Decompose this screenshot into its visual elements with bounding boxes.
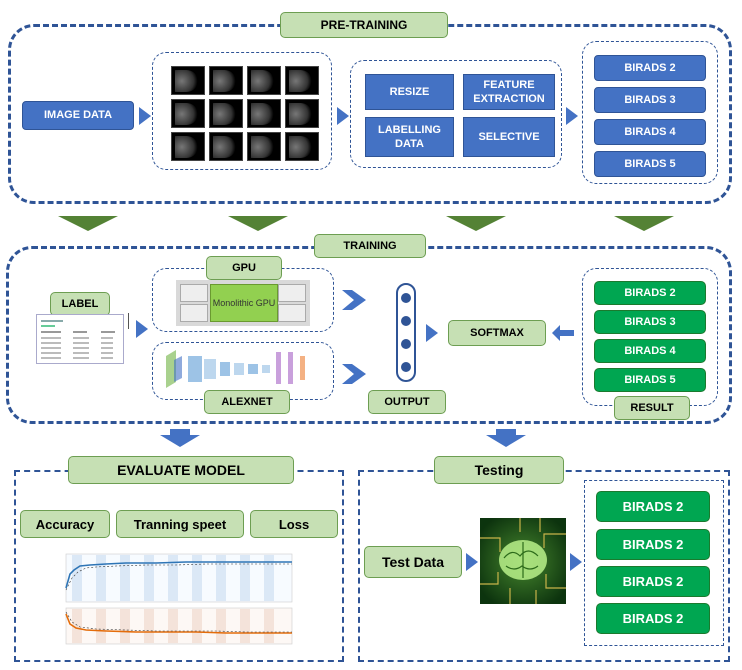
mammogram-image [285, 66, 319, 95]
arrow-right-icon [136, 320, 148, 338]
pretraining-classes-panel [582, 41, 718, 184]
mammogram-image [209, 99, 243, 128]
class-box: BIRADS 5 [594, 368, 706, 392]
metric-accuracy: Accuracy [20, 510, 110, 538]
memory-block [278, 304, 306, 322]
training-progress-plot [56, 548, 296, 650]
down-arrow-icon [486, 429, 526, 447]
gpu-chip-image: Monolithic GPU [176, 280, 310, 326]
arrow-right-icon [466, 553, 478, 571]
memory-block [180, 304, 208, 322]
test-result-box: BIRADS 2 [596, 603, 710, 634]
softmax-box: SOFTMAX [448, 320, 546, 346]
arrow-right-icon [342, 364, 366, 384]
mammogram-image [247, 99, 281, 128]
class-box: BIRADS 3 [594, 87, 706, 113]
class-box: BIRADS 5 [594, 151, 706, 177]
down-arrow-icon [614, 216, 674, 231]
labelling-data-box: LABELLING DATA [365, 117, 454, 157]
mammogram-image [171, 132, 205, 161]
down-arrow-icon [446, 216, 506, 231]
feature-extraction-box: FEATURE EXTRACTION [463, 74, 555, 110]
arrow-right-icon [139, 107, 151, 125]
arrow-right-icon [342, 290, 366, 310]
mammogram-image [171, 66, 205, 95]
arrow-right-icon [426, 324, 438, 342]
class-box: BIRADS 4 [594, 119, 706, 145]
divider [128, 313, 129, 329]
output-title: OUTPUT [368, 390, 446, 414]
resize-box: RESIZE [365, 74, 454, 110]
mammogram-image [285, 132, 319, 161]
neuron-node [401, 293, 411, 303]
memory-block [278, 284, 306, 302]
mammogram-image [247, 132, 281, 161]
gpu-title: GPU [206, 256, 282, 280]
selective-box: SELECTIVE [463, 117, 555, 157]
class-box: BIRADS 3 [594, 310, 706, 334]
evaluate-title: EVALUATE MODEL [68, 456, 294, 484]
pretraining-title: PRE-TRAINING [280, 12, 448, 38]
label-table [36, 314, 124, 364]
preprocessing-panel [350, 60, 562, 168]
mammogram-image [209, 66, 243, 95]
mammogram-grid [171, 66, 319, 162]
result-title: RESULT [614, 396, 690, 420]
neuron-node [401, 339, 411, 349]
ai-brain-circuit-image [480, 518, 566, 604]
arrow-right-icon [337, 107, 349, 125]
image-data-box: IMAGE DATA [22, 101, 134, 130]
mammogram-grid-panel [152, 52, 332, 170]
mammogram-image [209, 132, 243, 161]
mammogram-image [285, 99, 319, 128]
testing-title: Testing [434, 456, 564, 484]
alexnet-title: ALEXNET [204, 390, 290, 414]
gpu-chip-label: Monolithic GPU [210, 284, 278, 322]
label-title: LABEL [50, 292, 110, 316]
test-result-box: BIRADS 2 [596, 566, 710, 597]
class-box: BIRADS 4 [594, 339, 706, 363]
memory-block [180, 284, 208, 302]
training-title: TRAINING [314, 234, 426, 258]
metric-training-speed: Tranning speet [116, 510, 244, 538]
test-result-box: BIRADS 2 [596, 491, 710, 522]
mammogram-image [171, 99, 205, 128]
alexnet-architecture-image [166, 350, 305, 388]
arrow-right-icon [566, 107, 578, 125]
test-result-box: BIRADS 2 [596, 529, 710, 560]
class-box: BIRADS 2 [594, 55, 706, 81]
arrow-right-icon [552, 325, 574, 341]
metric-loss: Loss [250, 510, 338, 538]
down-arrow-icon [228, 216, 288, 231]
neuron-node [401, 362, 411, 372]
neuron-node [401, 316, 411, 326]
mammogram-image [247, 66, 281, 95]
testing-results-panel [584, 480, 724, 646]
arrow-right-icon [570, 553, 582, 571]
output-layer [396, 283, 416, 382]
test-data-box: Test Data [364, 546, 462, 578]
label-table-preview [41, 320, 115, 359]
class-box: BIRADS 2 [594, 281, 706, 305]
down-arrow-icon [58, 216, 118, 231]
down-arrow-icon [160, 429, 200, 447]
